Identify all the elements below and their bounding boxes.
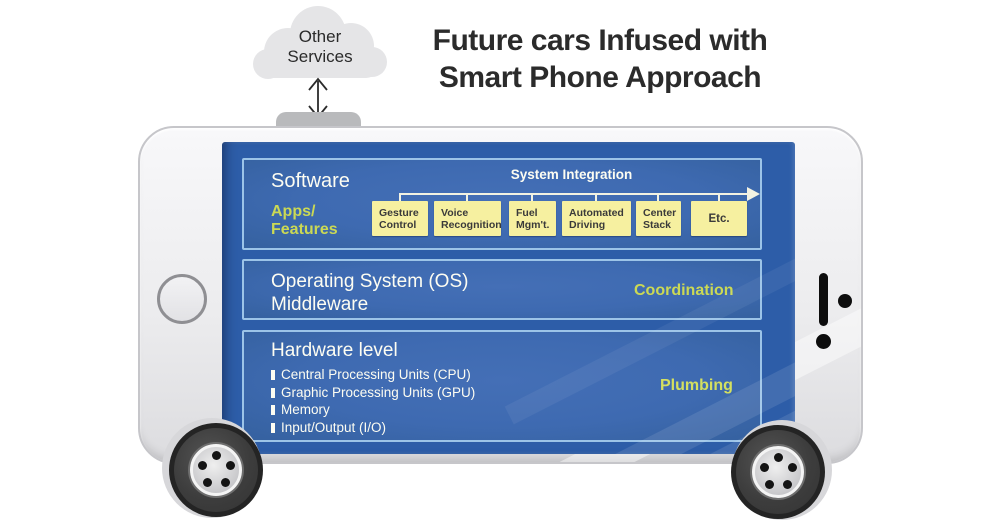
page-title: Future cars Infused with Smart Phone App… (405, 22, 795, 96)
hardware-list-item: Memory (271, 402, 475, 419)
bullet-icon (271, 405, 275, 416)
coordination-label: Coordination (634, 282, 734, 299)
feature-box-text: Gesture (379, 206, 419, 219)
left-wheel-icon (169, 423, 263, 517)
feature-box-text: Fuel (516, 206, 538, 219)
lug-nut-icon (760, 463, 769, 472)
lug-nut-icon (783, 480, 792, 489)
hardware-list-item: Central Processing Units (CPU) (271, 367, 475, 384)
feature-box-automated-driving: Automated Driving (562, 201, 631, 236)
speaker-icon (819, 273, 828, 326)
feature-box-text: Control (379, 218, 417, 231)
hardware-panel: Hardware level Central Processing Units … (242, 330, 762, 442)
os-heading-line1: Operating System (OS) (271, 271, 469, 292)
hardware-item-label: Memory (281, 402, 330, 417)
lug-nut-icon (198, 461, 207, 470)
wheel-hub (752, 446, 804, 498)
feature-box-text: Recognition (441, 218, 502, 231)
feature-box-text: Center (643, 206, 677, 219)
lug-nut-icon (221, 478, 230, 487)
hardware-list: Central Processing Units (CPU) Graphic P… (271, 367, 475, 437)
plumbing-label: Plumbing (660, 377, 733, 394)
software-panel: Software Apps/ Features System Integrati… (242, 158, 762, 250)
feature-box-text: Driving (569, 218, 606, 231)
feature-box-row: Gesture Control Voice Recognition Fuel M… (244, 201, 764, 236)
sensor-icon (816, 334, 831, 349)
hardware-list-item: Graphic Processing Units (GPU) (271, 385, 475, 402)
right-wheel-icon (731, 425, 825, 519)
lug-nut-icon (774, 453, 783, 462)
phone-screen: Software Apps/ Features System Integrati… (222, 142, 795, 454)
lug-nut-icon (788, 463, 797, 472)
wheel-hub (190, 444, 242, 496)
hardware-item-label: Central Processing Units (CPU) (281, 367, 471, 382)
feature-box-voice-recognition: Voice Recognition (434, 201, 502, 236)
apps-label-line1: Apps/ (271, 203, 316, 220)
feature-box-gesture-control: Gesture Control (372, 201, 428, 236)
bullet-icon (271, 370, 275, 381)
hardware-item-label: Input/Output (I/O) (281, 419, 387, 435)
camera-icon (838, 294, 852, 308)
software-heading: Software (271, 170, 350, 192)
system-integration-arrow-icon (399, 187, 760, 201)
bullet-icon (271, 387, 275, 398)
feature-box-text: Voice (441, 206, 469, 219)
cloud-label: Other Services (248, 27, 392, 67)
cloud-label-line1: Other (298, 27, 342, 46)
feature-box-text: Etc. (708, 212, 730, 225)
smartphone-car-body: Software Apps/ Features System Integrati… (138, 126, 863, 464)
hardware-list-item: Input/Output (I/O) (271, 420, 475, 437)
os-heading: Operating System (OS) Middleware (271, 270, 468, 316)
apps-features-label: Apps/ Features (271, 203, 338, 239)
feature-box-fuel-mgmt: Fuel Mgm't. (509, 201, 556, 236)
lug-nut-icon (203, 478, 212, 487)
lug-nut-icon (765, 480, 774, 489)
home-button-icon (157, 274, 207, 324)
page-title-line2: Smart Phone Approach (438, 61, 762, 94)
system-integration-label: System Integration (510, 167, 633, 182)
feature-box-etc: Etc. (691, 201, 747, 236)
feature-box-text: Automated (569, 206, 624, 219)
cloud-shape (253, 6, 387, 79)
lug-nut-icon (212, 451, 221, 460)
feature-box-center-stack: Center Stack (636, 201, 681, 236)
feature-box-text: Mgm't. (516, 218, 550, 231)
apps-label-line2: Features (271, 221, 338, 238)
os-heading-line2: Middleware (271, 294, 369, 315)
bullet-icon (271, 422, 275, 433)
os-panel: Operating System (OS) Middleware Coordin… (242, 259, 762, 320)
hardware-heading: Hardware level (271, 340, 398, 361)
feature-box-text: Stack (643, 218, 672, 231)
cloud-label-line2: Services (287, 47, 353, 66)
lug-nut-icon (226, 461, 235, 470)
page-title-line1: Future cars Infused with (432, 24, 768, 57)
hardware-item-label: Graphic Processing Units (GPU) (281, 384, 476, 400)
